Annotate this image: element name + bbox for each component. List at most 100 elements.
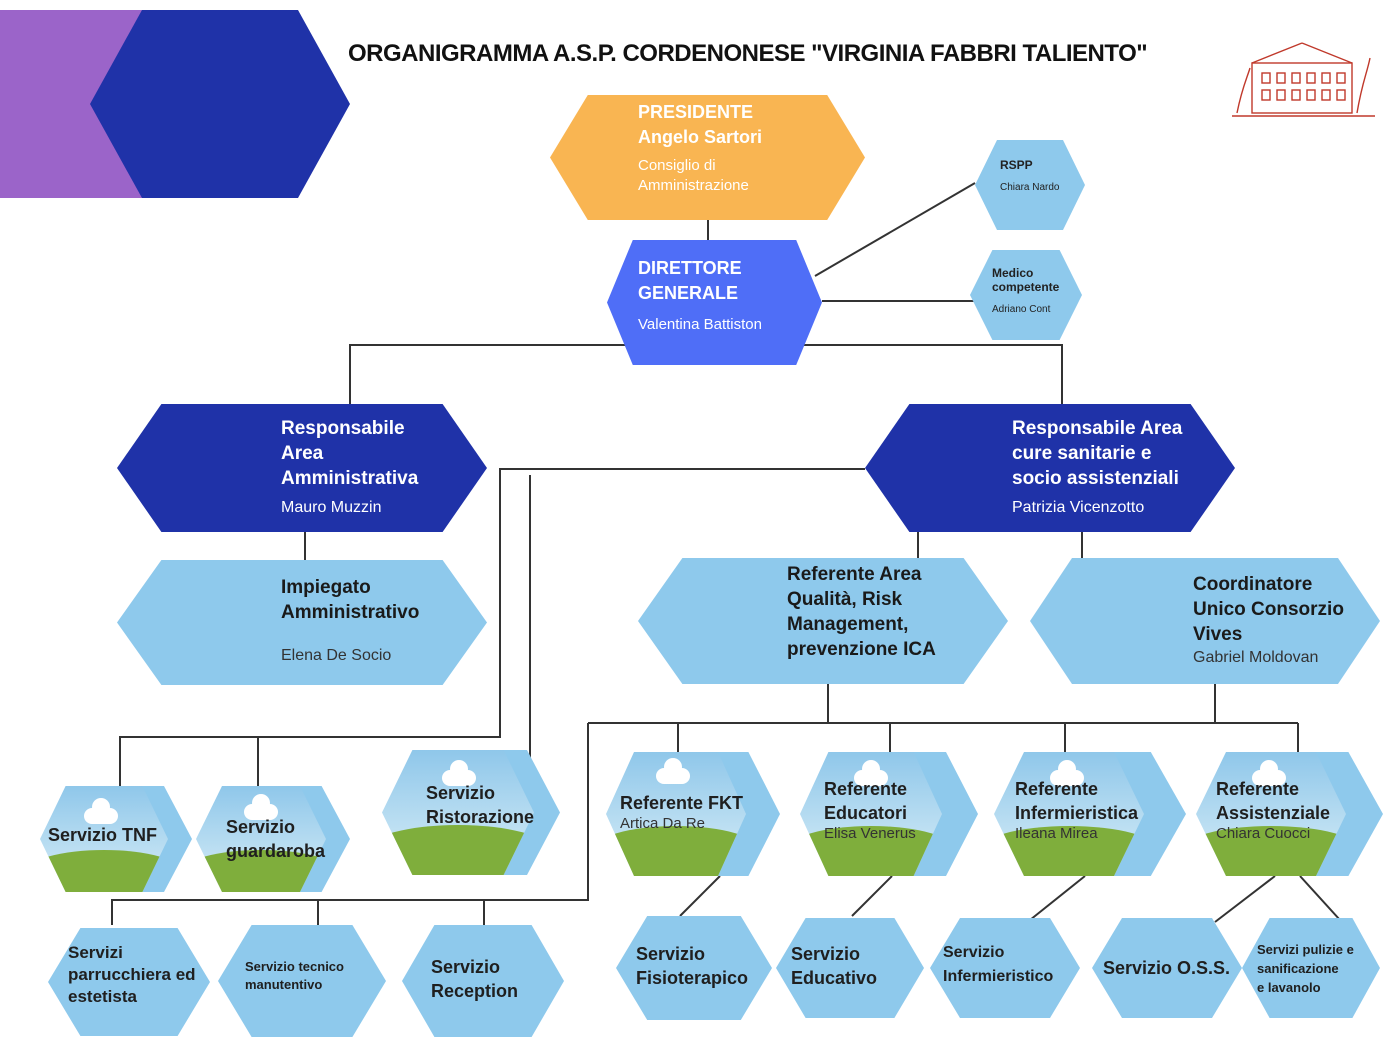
reception-line-2: Reception [431,981,519,1001]
rspp-name: Chiara Nardo [1000,182,1060,193]
resp-cure-line-2: cure sanitarie e [1012,443,1152,464]
servizio-tnf-text: Servizio TNF [48,823,157,847]
servizio-ristorazione-text: Servizio Ristorazione [426,781,534,829]
servizio-fisioterapico-text: Servizio Fisioterapico [636,942,748,990]
servizio-educativo-text: Servizio Educativo [791,942,877,990]
infermieristica-line-2: Infermieristica [1015,803,1139,823]
coordinatore-line-3: Vives [1193,624,1243,645]
educatori-line-1: Referente [824,779,908,799]
infermieristico-line-1: Servizio [943,944,1005,961]
medico-node [970,250,1082,340]
direttore-node [607,240,822,365]
fisio-line-2: Fisioterapico [636,968,749,988]
impiegato-node [117,560,487,685]
medico-title-1: Medico [992,266,1034,280]
coordinatore-line-1: Coordinatore [1193,574,1313,595]
fisio-line-1: Servizio [636,944,706,964]
servizio-tecnico-node [218,925,386,1037]
servizio-guardaroba-text: Servizio guardaroba [226,815,325,863]
rspp-title: RSPP [1000,158,1033,172]
referente-fkt-title: Referente FKT [620,793,744,813]
servizio-oss-node [1092,918,1242,1018]
servizio-guardaroba-picture [196,786,326,892]
guardaroba-line-2: guardaroba [226,841,326,861]
resp-cure-node [865,404,1235,532]
qualita-line-1: Referente Area [787,564,922,585]
servizi-pulizie-node [1242,918,1380,1018]
coordinatore-node [1030,558,1380,684]
servizio-tecnico-text: Servizio tecnico manutentivo [245,958,344,994]
resp-cure-name: Patrizia Vicenzotto [1012,499,1145,516]
rspp-node [975,140,1085,230]
servizi-pulizie-text: Servizi pulizie e sanificazione e lavano… [1257,940,1354,997]
resp-amministrativa-text: Responsabile Area Amministrativa Mauro M… [281,416,418,517]
impiegato-line-2: Amministrativo [281,602,420,623]
servizio-tnf-label: Servizio TNF [48,825,158,845]
educatori-name: Elisa Venerus [824,825,916,842]
oss-label: Servizio O.S.S. [1103,958,1231,978]
servizio-fisioterapico-node [616,916,772,1020]
medico-name: Adriano Cont [992,304,1051,315]
servizio-reception-node [402,925,564,1037]
direttore-title-1: DIRETTORE [638,258,742,278]
direttore-name: Valentina Battiston [638,316,762,333]
impiegato-text: Impiegato Amministrativo Elena De Socio [281,575,419,665]
resp-amm-line-3: Amministrativa [281,468,419,489]
tecnico-line-1: Servizio tecnico [245,959,344,974]
referente-qualita-text: Referente Area Qualità, Risk Management,… [787,562,936,662]
parrucchiera-line-1: Servizi [68,943,123,962]
assistenziale-line-2: Assistenziale [1216,803,1331,823]
resp-cure-text: Responsabile Area cure sanitarie e socio… [1012,416,1182,517]
assistenziale-line-1: Referente [1216,779,1300,799]
coordinatore-line-2: Unico Consorzio [1193,599,1344,620]
pulizie-line-3: e lavanolo [1257,980,1321,995]
resp-amm-name: Mauro Muzzin [281,499,382,516]
presidente-body: Consiglio di Amministrazione [638,157,749,194]
infermieristica-name: Ileana Mirea [1015,825,1098,842]
presidente-name: Angelo Sartori [638,127,763,147]
reception-line-1: Servizio [431,957,501,977]
assistenziale-name: Chiara Cuocci [1216,825,1311,842]
guardaroba-line-1: Servizio [226,817,296,837]
resp-amministrativa-node [117,404,487,532]
medico-text: Medico competente Adriano Cont [992,266,1059,315]
presidente-node [550,95,865,220]
referente-fkt-name: Artica Da Re [620,815,706,832]
pulizie-line-1: Servizi pulizie e [1257,942,1354,957]
servizi-parrucchiera-node [48,928,210,1036]
servizio-reception-text: Servizio Reception [431,955,518,1003]
tecnico-line-2: manutentivo [245,977,323,992]
building-logo [1232,28,1375,123]
referente-infermieristica-text: Referente Infermieristica Ileana Mirea [1015,777,1138,842]
resp-amm-line-1: Responsabile [281,418,405,439]
rspp-text: RSPP Chiara Nardo [1000,158,1059,193]
referente-educatori-text: Referente Educatori Elisa Venerus [824,777,916,842]
servizio-oss-text: Servizio O.S.S. [1103,956,1230,980]
servizio-infermieristico-text: Servizio Infermieristico [943,941,1053,989]
referente-educatori-picture [800,752,942,876]
presidente-text: PRESIDENTE Angelo Sartori Consiglio di A… [638,100,788,196]
decor-navy-hexagon [90,10,350,198]
servizio-infermieristico-node [930,918,1080,1018]
educativo-line-1: Servizio [791,944,861,964]
qualita-line-4: prevenzione ICA [787,639,936,660]
resp-cure-line-3: socio assistenziali [1012,468,1179,489]
ristorazione-line-1: Servizio [426,783,496,803]
page-title: ORGANIGRAMMA A.S.P. CORDENONESE "VIRGINI… [348,40,1148,67]
infermieristico-line-2: Infermieristico [943,968,1054,985]
coordinatore-name: Gabriel Moldovan [1193,649,1319,666]
direttore-text: DIRETTORE GENERALE Valentina Battiston [638,256,762,333]
medico-title-2: competente [992,280,1060,294]
educativo-line-2: Educativo [791,968,878,988]
servizi-parrucchiera-text: Servizi parrucchiera ed estetista [68,942,196,1008]
direttore-title-2: GENERALE [638,283,739,303]
qualita-line-2: Qualità, Risk [787,589,903,610]
presidente-title: PRESIDENTE [638,102,754,122]
parrucchiera-line-3: estetista [68,987,137,1006]
referente-assistenziale-text: Referente Assistenziale Chiara Cuocci [1216,777,1330,842]
ristorazione-line-2: Ristorazione [426,807,535,827]
resp-cure-line-1: Responsabile Area [1012,418,1183,439]
impiegato-name: Elena De Socio [281,647,392,664]
coordinatore-text: Coordinatore Unico Consorzio Vives Gabri… [1193,572,1344,667]
